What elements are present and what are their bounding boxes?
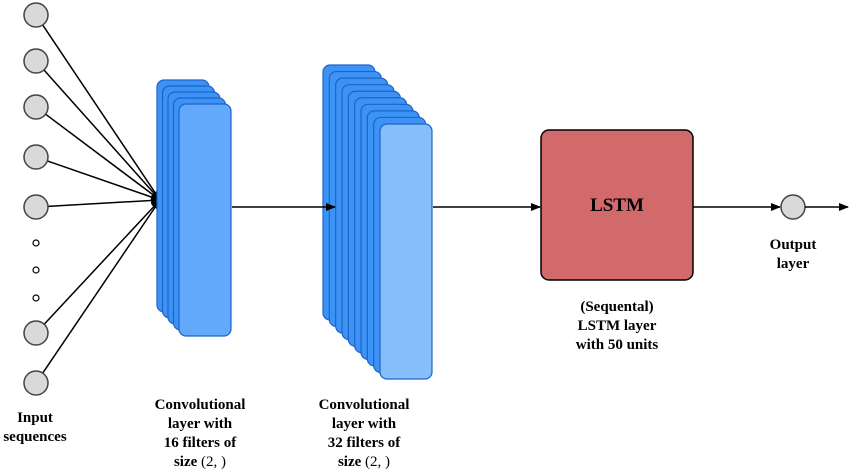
input-connection-arrow <box>47 160 161 201</box>
conv2-label: Convolutional layer with 32 filters of s… <box>289 396 439 472</box>
conv2-label-line-1: Convolutional <box>318 397 410 413</box>
input-connection-arrow <box>43 199 161 325</box>
input-node <box>23 2 49 28</box>
conv1-label-line-3: 16 filters of <box>163 435 237 451</box>
conv1-size-math: (2, ) <box>201 454 227 470</box>
input-node <box>23 94 49 120</box>
lstm-caption-line-2: LSTM layer <box>577 318 657 334</box>
lstm-caption-line-3: with 50 units <box>575 337 659 353</box>
input-label-line-1: Input <box>17 410 53 426</box>
input-label-line-2: sequences <box>3 429 67 445</box>
conv2-label-line-3: 32 filters of <box>327 435 401 451</box>
input-node <box>23 48 49 74</box>
conv2-front-filter <box>379 123 433 380</box>
input-connection-arrow <box>47 196 161 208</box>
input-node <box>23 144 49 170</box>
ellipsis-dot <box>32 239 40 247</box>
input-nodes <box>23 2 49 396</box>
ellipsis-dot <box>32 294 40 302</box>
conv1-label: Convolutional layer with 16 filters of s… <box>125 396 275 472</box>
input-node <box>23 370 49 396</box>
ellipsis-dot <box>32 266 40 274</box>
lstm-caption: (Sequental) LSTM layer with 50 units <box>542 298 692 355</box>
conv2-filter-stack <box>322 64 433 380</box>
conv1-size-word: size <box>173 454 198 470</box>
input-connection-arrow <box>42 24 161 201</box>
input-connections <box>42 24 161 374</box>
conv1-label-line-4: size (2, ) <box>125 453 275 472</box>
output-label-line-1: Output <box>769 237 817 253</box>
output-label-line-2: layer <box>776 256 810 272</box>
input-connection-arrow <box>45 113 161 201</box>
input-label: Input sequences <box>0 409 70 447</box>
conv2-size-word: size <box>337 454 362 470</box>
input-node <box>23 320 49 346</box>
conv1-label-line-2: layer with <box>167 416 233 432</box>
conv2-size-math: (2, ) <box>365 454 391 470</box>
input-connection-arrow <box>42 199 161 374</box>
output-label: Output layer <box>748 236 838 274</box>
output-node <box>780 194 806 220</box>
lstm-label: LSTM <box>590 195 644 216</box>
conv1-filter-stack <box>156 79 232 337</box>
conv1-label-line-1: Convolutional <box>154 397 246 413</box>
lstm-box <box>540 129 694 281</box>
conv2-label-line-4: size (2, ) <box>289 453 439 472</box>
lstm-caption-line-1: (Sequental) <box>580 299 654 315</box>
input-node <box>23 194 49 220</box>
input-connection-arrow <box>43 69 161 201</box>
conv2-label-line-2: layer with <box>331 416 397 432</box>
conv1-front-filter <box>178 103 232 337</box>
